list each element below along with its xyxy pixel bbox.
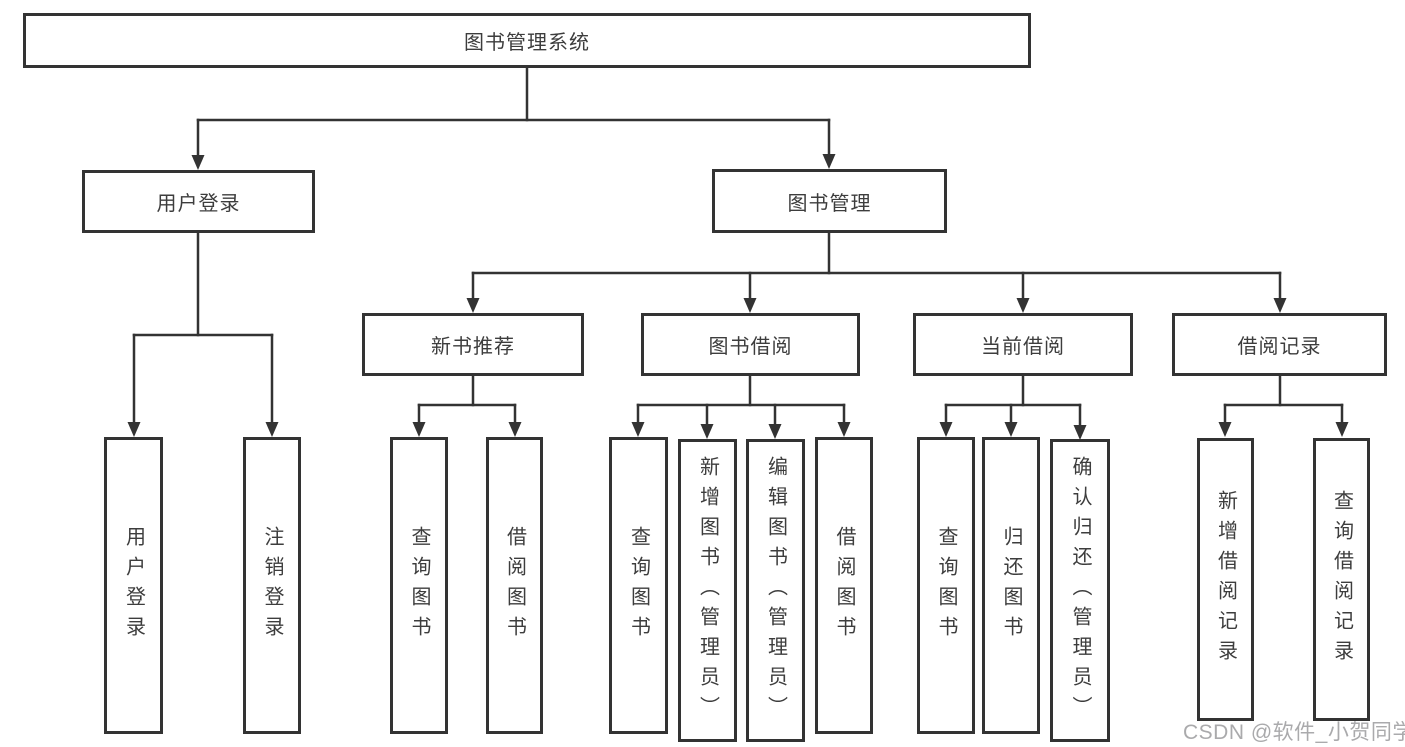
connector-current-borrow-to-leaves	[939, 374, 1087, 440]
leaf-current-query-books: 查询图书	[917, 437, 975, 734]
node-user-login: 用户登录	[82, 170, 315, 233]
leaf-borrow-books: 借阅图书	[815, 437, 873, 734]
node-borrow-records-label: 借阅记录	[1237, 336, 1322, 358]
leaf-user-login: 用户登录	[104, 437, 163, 734]
leaf-edit-books-admin-label: 编辑图书（管理员）	[764, 455, 787, 726]
node-book-borrow-label: 图书借阅	[708, 336, 793, 358]
node-new-book-recommend: 新书推荐	[362, 313, 584, 376]
connector-book-borrow-to-leaves	[631, 374, 851, 439]
leaf-recommend-query-books-label: 查询图书	[408, 525, 430, 646]
node-book-borrow: 图书借阅	[641, 313, 860, 376]
leaf-borrow-query-books-label: 查询图书	[627, 525, 650, 646]
node-root-label: 图书管理系统	[464, 32, 590, 54]
leaf-logout-label: 注销登录	[261, 525, 283, 646]
leaf-logout: 注销登录	[243, 437, 301, 734]
leaf-add-books-admin: 新增图书（管理员）	[678, 439, 737, 742]
connector-book-mgmt-to-level3	[466, 231, 1287, 313]
leaf-edit-books-admin: 编辑图书（管理员）	[746, 439, 805, 742]
leaf-recommend-query-books: 查询图书	[390, 437, 448, 734]
node-borrow-records: 借阅记录	[1172, 313, 1387, 376]
node-current-borrow-label: 当前借阅	[981, 336, 1065, 358]
leaf-add-borrow-record: 新增借阅记录	[1197, 438, 1254, 721]
leaf-add-borrow-record-label: 新增借阅记录	[1214, 489, 1237, 670]
node-current-borrow: 当前借阅	[913, 313, 1133, 376]
leaf-borrow-books-label: 借阅图书	[833, 525, 855, 646]
leaf-return-books: 归还图书	[982, 437, 1040, 734]
node-user-login-label: 用户登录	[156, 193, 241, 215]
node-book-management: 图书管理	[712, 169, 947, 233]
leaf-confirm-return-admin-label: 确认归还（管理员）	[1069, 455, 1091, 726]
leaf-current-query-books-label: 查询图书	[935, 525, 957, 646]
csdn-watermark: CSDN @软件_小贺同学	[1183, 721, 1405, 744]
connector-new-rec-to-leaves	[412, 374, 522, 437]
leaf-borrow-query-books: 查询图书	[609, 437, 668, 734]
leaf-query-borrow-record-label: 查询借阅记录	[1330, 489, 1353, 670]
leaf-return-books-label: 归还图书	[1000, 525, 1022, 646]
node-book-management-label: 图书管理	[787, 192, 872, 215]
leaf-recommend-borrow-books: 借阅图书	[486, 437, 543, 734]
leaf-recommend-borrow-books-label: 借阅图书	[503, 525, 526, 646]
node-new-book-recommend-label: 新书推荐	[431, 336, 515, 358]
leaf-query-borrow-record: 查询借阅记录	[1313, 438, 1370, 721]
leaf-confirm-return-admin: 确认归还（管理员）	[1050, 439, 1110, 742]
connector-borrow-records-to-leaves	[1218, 374, 1349, 437]
connector-root-to-level2	[191, 66, 836, 170]
connector-user-login-to-leaves	[127, 231, 279, 437]
node-root: 图书管理系统	[23, 13, 1031, 68]
leaf-add-books-admin-label: 新增图书（管理员）	[696, 455, 719, 726]
leaf-user-login-label: 用户登录	[122, 525, 145, 646]
